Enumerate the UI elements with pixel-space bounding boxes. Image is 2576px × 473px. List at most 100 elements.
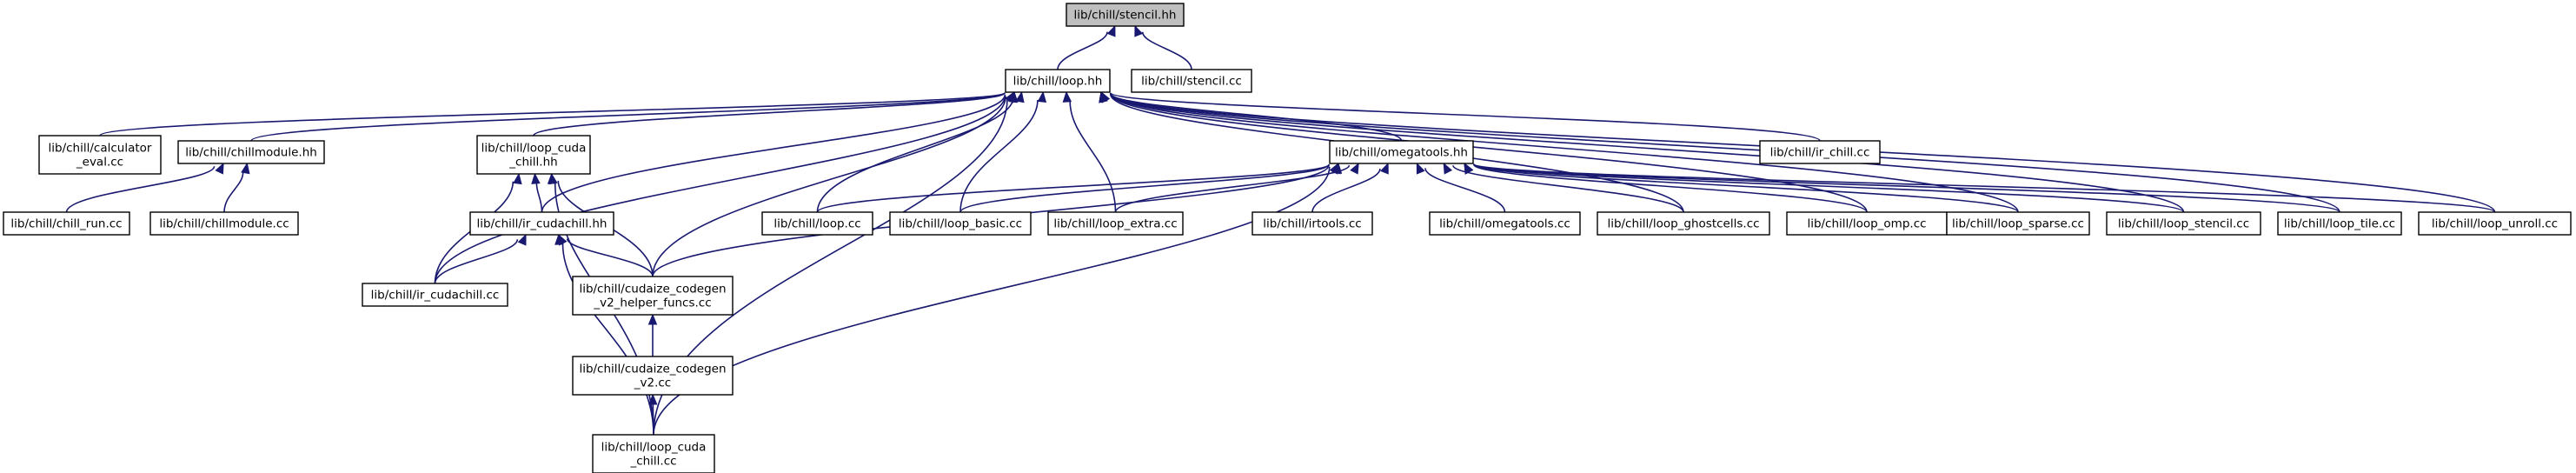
node-box bbox=[469, 211, 614, 236]
node-box bbox=[38, 135, 162, 175]
file-node-calculator-eval-cc[interactable]: lib/chill/calculator_eval.cc bbox=[38, 135, 162, 175]
edge-line bbox=[1424, 168, 1506, 213]
edge-line bbox=[535, 183, 543, 213]
file-node-loop-unroll-cc[interactable]: lib/chill/loop_unroll.cc bbox=[2418, 211, 2572, 236]
node-box bbox=[1251, 211, 1373, 236]
arrowhead-icon bbox=[1416, 162, 1425, 175]
file-node-omegatools-cc[interactable]: lib/chill/omegatools.cc bbox=[1429, 211, 1581, 236]
file-node-chillmodule-cc[interactable]: lib/chill/chillmodule.cc bbox=[149, 211, 299, 236]
node-label-line: lib/chill/loop.hh bbox=[1013, 75, 1103, 89]
node-label-line: lib/chill/loop_ghostcells.cc bbox=[1607, 217, 1759, 231]
file-node-cudaize-v2-cc[interactable]: lib/chill/cudaize_codegen_v2.cc bbox=[572, 356, 734, 396]
file-node-omegatools-hh[interactable]: lib/chill/omegatools.hh bbox=[1329, 140, 1474, 164]
node-box bbox=[1066, 3, 1185, 27]
dependency-edge-ir_cudachill_hh-to-loop_cuda_chill_hh bbox=[531, 172, 543, 213]
node-label-line: lib/chill/calculator bbox=[49, 142, 152, 156]
node-box bbox=[761, 211, 873, 236]
dependency-edge-loop_omp_cc-to-loop_hh bbox=[1099, 90, 1868, 213]
node-box bbox=[1597, 211, 1770, 236]
file-node-loop-cc[interactable]: lib/chill/loop.cc bbox=[761, 211, 873, 236]
file-node-ir-chill-cc[interactable]: lib/chill/ir_chill.cc bbox=[1759, 140, 1881, 164]
dependency-edge-loop_ghostcells_cc-to-omegatools_hh bbox=[1443, 162, 1684, 213]
file-node-loop-tile-cc[interactable]: lib/chill/loop_tile.cc bbox=[2277, 211, 2402, 236]
node-label-line: lib/chill/loop_cuda bbox=[601, 441, 707, 455]
node-box bbox=[2277, 211, 2402, 236]
edge-line bbox=[816, 163, 1330, 213]
edge-line bbox=[1110, 92, 1821, 142]
edge-line bbox=[1141, 31, 1192, 70]
file-node-loop-ghostcells-cc[interactable]: lib/chill/loop_ghostcells.cc bbox=[1597, 211, 1770, 236]
edge-line bbox=[223, 171, 244, 213]
dependency-edge-loop_cc-to-omegatools_hh bbox=[816, 162, 1339, 213]
node-label-line: lib/chill/chillmodule.cc bbox=[159, 217, 289, 231]
edge-line bbox=[250, 91, 1006, 142]
node-box bbox=[1047, 211, 1184, 236]
dependency-edge-loop_cc-to-loop_hh bbox=[816, 90, 1025, 213]
arrowhead-icon bbox=[1350, 162, 1359, 175]
file-node-ir-cudachill-cc[interactable]: lib/chill/ir_cudachill.cc bbox=[362, 283, 508, 307]
dependency-edge-chill_run_cc-to-chillmodule_hh bbox=[65, 162, 224, 213]
file-node-loop-cuda-chill-hh[interactable]: lib/chill/loop_cuda_chill.hh bbox=[476, 135, 591, 175]
edge-line bbox=[959, 163, 1330, 213]
dependency-edge-irtools_cc-to-omegatools_hh bbox=[1311, 162, 1389, 213]
arrowhead-icon bbox=[1037, 90, 1047, 103]
file-node-loop-sparse-cc[interactable]: lib/chill/loop_sparse.cc bbox=[1946, 211, 2090, 236]
node-label-line: _chill.cc bbox=[629, 455, 676, 469]
dependency-edge-chillmodule_cc-to-chillmodule_hh bbox=[223, 162, 250, 213]
file-node-chillmodule-hh[interactable]: lib/chill/chillmodule.hh bbox=[177, 140, 325, 164]
dependency-edge-ir_cudachill_cc-to-ir_cudachill_hh bbox=[434, 233, 527, 284]
arrowhead-icon bbox=[1464, 162, 1474, 175]
arrowhead-icon bbox=[1062, 90, 1072, 103]
file-node-irtools-cc[interactable]: lib/chill/irtools.cc bbox=[1251, 211, 1373, 236]
file-node-loop-extra-cc[interactable]: lib/chill/loop_extra.cc bbox=[1047, 211, 1184, 236]
file-node-chill-run-cc[interactable]: lib/chill/chill_run.cc bbox=[3, 211, 130, 236]
node-box bbox=[1786, 211, 1948, 236]
dependency-edge-loop_hh-to-stencil_hh bbox=[1057, 24, 1116, 70]
edge-line bbox=[1110, 93, 2019, 213]
node-label-line: lib/chill/loop_unroll.cc bbox=[2432, 217, 2558, 231]
node-box bbox=[1429, 211, 1581, 236]
node-box bbox=[362, 283, 508, 307]
file-node-loop-omp-cc[interactable]: lib/chill/loop_omp.cc bbox=[1786, 211, 1948, 236]
file-node-cudaize-helper-cc[interactable]: lib/chill/cudaize_codegen_v2_helper_func… bbox=[572, 276, 734, 316]
arrowhead-icon bbox=[547, 172, 557, 184]
edge-layer bbox=[65, 24, 2496, 436]
arrowhead-icon bbox=[648, 393, 658, 405]
node-label-line: lib/chill/irtools.cc bbox=[1263, 217, 1361, 231]
file-node-ir-cudachill-hh[interactable]: lib/chill/ir_cudachill.hh bbox=[469, 211, 614, 236]
node-box bbox=[1759, 140, 1881, 164]
dependency-edge-loop_basic_cc-to-loop_hh bbox=[959, 90, 1047, 213]
node-label-line: lib/chill/loop_sparse.cc bbox=[1952, 217, 2084, 231]
file-node-stencil-cc[interactable]: lib/chill/stencil.cc bbox=[1131, 69, 1252, 93]
arrowhead-icon bbox=[1380, 162, 1389, 175]
edge-line bbox=[1069, 101, 1117, 213]
node-label-line: _v2.cc bbox=[634, 376, 671, 390]
edge-line bbox=[1473, 163, 2340, 213]
file-node-loop-basic-cc[interactable]: lib/chill/loop_basic.cc bbox=[889, 211, 1032, 236]
dependency-edge-ir_cudachill_cc-to-loop_hh bbox=[434, 90, 1018, 284]
node-box bbox=[149, 211, 299, 236]
edge-line bbox=[959, 100, 1039, 213]
arrowhead-icon bbox=[517, 233, 527, 246]
node-label-line: lib/chill/loop_basic.cc bbox=[899, 217, 1022, 231]
edge-line bbox=[65, 165, 216, 213]
file-node-loop-cuda-chill-cc[interactable]: lib/chill/loop_cuda_chill.cc bbox=[592, 434, 715, 473]
file-node-loop-stencil-cc[interactable]: lib/chill/loop_stencil.cc bbox=[2106, 211, 2261, 236]
edge-line bbox=[1110, 92, 2340, 213]
arrowhead-icon bbox=[215, 162, 224, 175]
edge-line bbox=[1110, 93, 1868, 213]
node-label-line: lib/chill/stencil.hh bbox=[1074, 9, 1177, 23]
edge-line bbox=[541, 94, 1006, 213]
edge-line bbox=[1110, 92, 2185, 213]
node-layer: lib/chill/stencil.hh lib/chill/loop.hh lib… bbox=[3, 3, 2572, 473]
arrowhead-icon bbox=[1332, 162, 1343, 174]
edge-line bbox=[99, 91, 1006, 137]
node-label-line: lib/chill/chill_run.cc bbox=[10, 217, 122, 231]
file-node-loop-hh[interactable]: lib/chill/loop.hh bbox=[1005, 69, 1111, 93]
node-box bbox=[1329, 140, 1474, 164]
node-label-line: lib/chill/ir_cudachill.hh bbox=[477, 217, 607, 231]
node-label-line: lib/chill/cudaize_codegen bbox=[579, 283, 726, 296]
edge-line bbox=[653, 167, 1331, 436]
dependency-edge-cudaize_helper_cc-to-ir_cudachill_hh bbox=[558, 233, 654, 277]
node-box bbox=[177, 140, 325, 164]
